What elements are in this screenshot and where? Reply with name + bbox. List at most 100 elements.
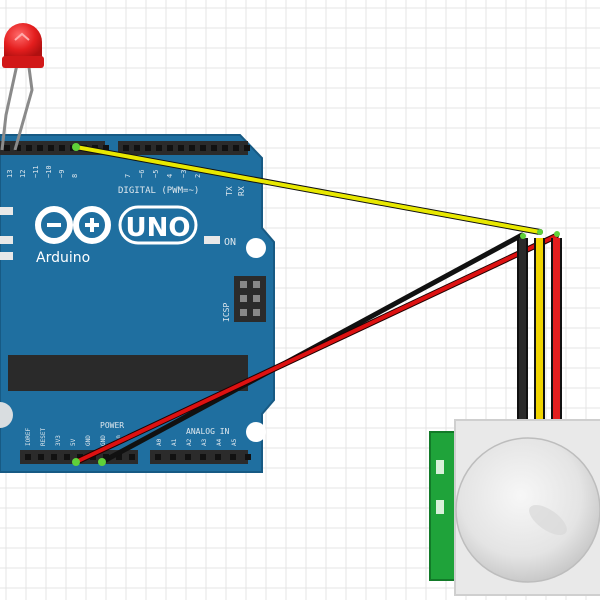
icsp-label: ICSP xyxy=(222,303,231,322)
led-rim xyxy=(2,56,44,68)
digital-pin-label: 2 xyxy=(194,174,202,178)
pin-hole xyxy=(156,145,162,151)
power-wire xyxy=(74,234,558,464)
pin-hole xyxy=(233,145,239,151)
reset-button-icon xyxy=(0,402,13,428)
pin-hole xyxy=(167,145,173,151)
pin-hole xyxy=(244,145,250,151)
pin-hole xyxy=(51,454,57,460)
mounting-hole xyxy=(246,422,266,442)
analog-pin-label: A1 xyxy=(171,438,178,446)
digital-pin-label: 4 xyxy=(166,174,174,178)
sensor-pad xyxy=(436,460,444,474)
rx-label: RX xyxy=(237,186,246,196)
pin-hole xyxy=(222,145,228,151)
power-pin-label: GND xyxy=(100,435,107,446)
red-led-icon xyxy=(0,23,44,151)
power-pin-label: GND xyxy=(85,435,92,446)
digital-pin-label: ~9 xyxy=(58,170,66,178)
on-label: ON xyxy=(224,237,236,248)
power-pin-label: 3V3 xyxy=(55,435,62,446)
analog-header xyxy=(150,450,248,464)
pin-hole xyxy=(15,145,21,151)
analog-pin-label: A5 xyxy=(231,438,238,446)
signal-wire xyxy=(74,145,542,234)
pin-hole xyxy=(230,454,236,460)
pin-hole xyxy=(26,145,32,151)
pin-hole xyxy=(155,454,161,460)
pin-connector-gnd xyxy=(98,458,106,466)
icsp-pin xyxy=(253,309,260,316)
pin-hole xyxy=(211,145,217,151)
digital-pin-holes xyxy=(4,145,250,151)
pin-hole xyxy=(185,454,191,460)
pin-hole xyxy=(245,454,251,460)
pin-hole xyxy=(170,454,176,460)
pin-hole xyxy=(200,454,206,460)
digital-pin-label: 7 xyxy=(124,174,132,178)
digital-pin-label: ~5 xyxy=(152,170,160,178)
pin-hole xyxy=(145,145,151,151)
board-led-tx xyxy=(0,236,13,244)
pin-hole xyxy=(37,145,43,151)
analog-pin-label: A3 xyxy=(201,438,208,446)
pin-hole xyxy=(134,145,140,151)
pin-hole xyxy=(123,145,129,151)
pin-hole xyxy=(25,454,31,460)
icsp-pin xyxy=(240,295,247,302)
digital-pin-label: ~3 xyxy=(180,170,188,178)
pir-motion-sensor-icon xyxy=(429,229,600,596)
digital-label: DIGITAL (PWM=~) xyxy=(118,186,199,196)
led-anode-leg xyxy=(13,59,34,151)
power-pin-label: IOREF xyxy=(25,428,32,446)
icsp-pin xyxy=(240,281,247,288)
pin-hole xyxy=(64,454,70,460)
pin-hole xyxy=(129,454,135,460)
digital-pin-label: 12 xyxy=(19,170,27,178)
analog-pin-label: A4 xyxy=(216,438,223,446)
arduino-infinity-logo-icon xyxy=(35,206,111,244)
icsp-pin xyxy=(253,295,260,302)
led-cathode-leg xyxy=(0,59,20,151)
wires xyxy=(72,143,559,466)
pin-hole xyxy=(178,145,184,151)
power-label: POWER xyxy=(100,421,124,430)
analog-in-label: ANALOG IN xyxy=(186,427,230,436)
power-pin-label: RESET xyxy=(40,428,47,446)
pin-hole xyxy=(48,145,54,151)
led-body xyxy=(4,23,42,58)
microcontroller-chip xyxy=(8,355,248,391)
digital-pin-label: ~10 xyxy=(45,165,53,178)
pin-hole xyxy=(59,145,65,151)
icsp-pin xyxy=(240,309,247,316)
icsp-header xyxy=(234,276,266,322)
pin-connector-d9 xyxy=(72,143,80,151)
pin-hole xyxy=(215,454,221,460)
sensor-fresnel-dome xyxy=(455,437,600,583)
analog-pin-label: A0 xyxy=(156,438,163,446)
digital-pin-label: ~6 xyxy=(138,170,146,178)
led-filament xyxy=(14,32,30,41)
board-led-rx xyxy=(0,252,13,260)
tx-label: TX xyxy=(225,186,234,196)
pin-hole xyxy=(103,145,109,151)
sensor-pad xyxy=(436,500,444,514)
icsp-pin-holes xyxy=(240,281,260,316)
analog-pin-label: A2 xyxy=(186,438,193,446)
digital-pin-label: ~11 xyxy=(32,165,40,178)
uno-logo-text: UNO xyxy=(126,213,191,243)
digital-pin-label: 13 xyxy=(6,170,14,178)
board-led-l xyxy=(0,207,13,215)
mounting-hole xyxy=(246,238,266,258)
pin-hole xyxy=(4,145,10,151)
pin-hole xyxy=(38,454,44,460)
pin-hole xyxy=(200,145,206,151)
pin-hole xyxy=(189,145,195,151)
uno-badge xyxy=(118,205,198,245)
pin-hole xyxy=(116,454,122,460)
pin-connector-5v xyxy=(72,458,80,466)
